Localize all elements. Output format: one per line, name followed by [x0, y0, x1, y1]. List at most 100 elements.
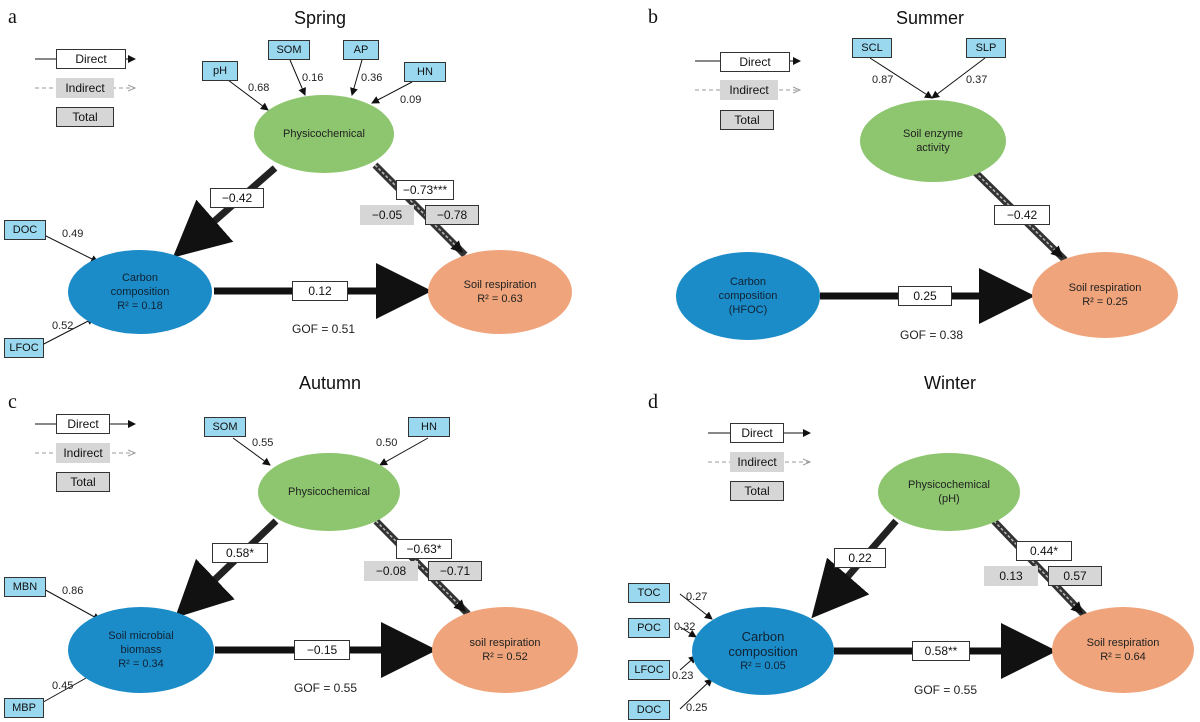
path-indirect: −0.08 — [364, 561, 418, 581]
coef-doc: 0.49 — [62, 228, 84, 240]
gof: GOF = 0.51 — [292, 322, 356, 336]
gof: GOF = 0.38 — [900, 328, 964, 342]
indicator-doc: DOC — [628, 700, 670, 720]
node-r2: R² = 0.25 — [1082, 296, 1128, 308]
coef-ap: 0.36 — [361, 72, 383, 84]
panel-letter: c — [8, 391, 17, 413]
indicator-hn: HN — [404, 62, 446, 82]
indicator-lfoc: LFOC — [628, 660, 670, 680]
panel-title: Winter — [923, 373, 976, 393]
panel-title: Summer — [895, 8, 964, 28]
node-soil-respiration: soil respiration R² = 0.52 — [432, 607, 578, 693]
gof: GOF = 0.55 — [294, 681, 358, 695]
panel-letter: a — [8, 6, 17, 28]
coef-som: 0.55 — [252, 437, 274, 449]
node-label: activity — [916, 142, 950, 154]
coef-lfoc: 0.23 — [672, 670, 694, 682]
node-r2: R² = 0.05 — [740, 659, 786, 672]
path-direct: −0.73*** — [396, 180, 454, 200]
node-label: (pH) — [938, 493, 960, 505]
path-top-left: 0.58* — [212, 543, 268, 563]
gof: GOF = 0.55 — [914, 683, 978, 697]
coef-hn: 0.09 — [400, 94, 422, 106]
path-total: −0.78 — [425, 205, 479, 225]
node-label: Soil enzyme — [903, 128, 963, 140]
node-label: soil respiration — [469, 637, 541, 649]
node-label: Carbon — [729, 276, 767, 288]
legend-total: Total — [730, 481, 784, 501]
legend-indirect: Indirect — [56, 443, 110, 463]
node-soil-microbial-biomass: Soil microbial biomass R² = 0.34 — [68, 607, 214, 693]
indicator-mbp: MBP — [4, 698, 44, 718]
panel-spring: a Spring Direct Indirect Total pH 0.68 S… — [0, 0, 600, 361]
node-physicochemical: Physicochemical — [258, 453, 400, 531]
panel-summer: b Summer Direct Indirect Total SCL 0.87 … — [600, 0, 1200, 361]
node-label: Physicochemical — [283, 128, 365, 140]
node-label: composition — [718, 290, 778, 302]
node-label: composition — [110, 286, 170, 298]
node-r2: R² = 0.52 — [482, 651, 528, 663]
indicator-doc: DOC — [4, 220, 46, 240]
node-soil-respiration: Soil respiration R² = 0.64 — [1052, 607, 1194, 693]
node-label: (HFOC) — [728, 304, 768, 316]
path-left-right: 0.58** — [912, 641, 970, 661]
coef-som: 0.16 — [302, 72, 324, 84]
path-total: 0.57 — [1048, 566, 1102, 586]
coef-mbn: 0.86 — [62, 585, 84, 597]
node-soil-enzyme-activity: Soil enzyme activity — [860, 100, 1006, 182]
node-r2: R² = 0.64 — [1100, 651, 1146, 663]
node-label: Carbon — [121, 272, 159, 284]
node-carbon-composition: Carbon composition R² = 0.18 — [68, 250, 212, 334]
indicator-ph: pH — [202, 61, 238, 81]
node-carbon-composition: Carbon composition R² = 0.05 — [692, 607, 834, 695]
indicator-poc: POC — [628, 618, 670, 638]
indicator-toc: TOC — [628, 583, 670, 603]
node-soil-respiration: Soil respiration R² = 0.63 — [428, 250, 572, 334]
legend-direct: Direct — [720, 52, 790, 72]
node-label: Physicochemical — [908, 479, 990, 491]
path-indirect: −0.05 — [360, 205, 414, 225]
coef-poc: 0.32 — [674, 621, 696, 633]
legend-indirect: Indirect — [56, 78, 114, 98]
legend-indirect: Indirect — [720, 80, 778, 100]
panel-letter: b — [648, 6, 658, 28]
path-direct: −0.63* — [396, 539, 452, 559]
coef-ph: 0.68 — [248, 82, 270, 94]
indicator-scl: SCL — [852, 38, 892, 58]
coef-scl: 0.87 — [872, 74, 894, 86]
node-label: biomass — [120, 644, 162, 656]
node-r2: R² = 0.63 — [477, 293, 523, 305]
node-r2: R² = 0.34 — [118, 658, 164, 670]
path-top-left: −0.42 — [210, 188, 264, 208]
path-left-right: 0.25 — [898, 286, 952, 306]
node-label: composition — [728, 643, 798, 659]
path-direct: 0.44* — [1016, 541, 1072, 561]
coef-toc: 0.27 — [686, 591, 708, 603]
node-carbon-composition: Carbon composition (HFOC) — [676, 252, 820, 340]
node-soil-respiration: Soil respiration R² = 0.25 — [1032, 252, 1178, 338]
coef-slp: 0.37 — [966, 74, 988, 86]
indicator-som: SOM — [268, 40, 310, 60]
legend-total: Total — [56, 472, 110, 492]
node-r2: R² = 0.18 — [117, 300, 163, 312]
panel-autumn: c Autumn Direct Indirect Total SOM 0.55 … — [0, 361, 600, 722]
path-indirect: 0.13 — [984, 566, 1038, 586]
legend-indirect: Indirect — [730, 452, 784, 472]
coef-hn: 0.50 — [376, 437, 398, 449]
legend-direct: Direct — [730, 423, 784, 443]
coef-doc: 0.25 — [686, 702, 708, 714]
coef-mbp: 0.45 — [52, 680, 74, 692]
node-physicochemical: Physicochemical — [254, 95, 394, 173]
indicator-mbn: MBN — [4, 577, 46, 597]
indicator-som: SOM — [204, 417, 246, 437]
path-top-left: 0.22 — [834, 548, 886, 568]
node-label: Soil respiration — [463, 279, 537, 291]
legend-direct: Direct — [56, 414, 110, 434]
panel-title: Autumn — [298, 373, 362, 393]
coef-lfoc: 0.52 — [52, 320, 74, 332]
panel-title: Spring — [293, 8, 347, 28]
indicator-hn: HN — [408, 417, 450, 437]
panel-winter: d Winter Direct Indirect Total TOC 0.27 … — [600, 361, 1200, 722]
node-label: Soil microbial — [108, 630, 174, 642]
node-physicochemical-ph: Physicochemical (pH) — [878, 453, 1020, 531]
